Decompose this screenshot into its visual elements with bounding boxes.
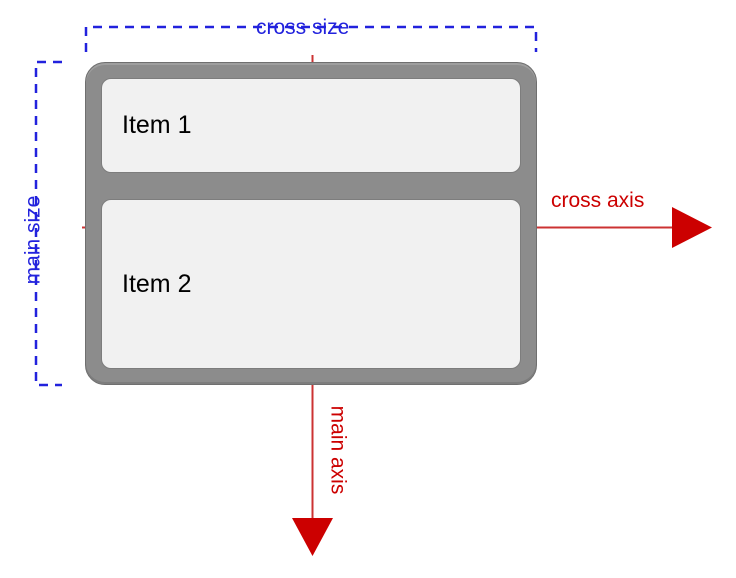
flex-item-2-label: Item 2 (122, 269, 192, 298)
cross-axis-label: cross axis (551, 189, 645, 212)
cross-size-bracket (84, 25, 538, 52)
cross-size-bracket-path (84, 25, 538, 52)
main-axis-label: main axis (326, 405, 350, 495)
main-size-label: main size (21, 195, 45, 285)
cross-size-label: cross size (256, 16, 350, 39)
flex-item-1-label: Item 1 (122, 111, 192, 139)
flex-container: Item 1 Item 2 (85, 62, 537, 385)
flex-item-2: Item 2 (101, 199, 521, 369)
flex-item-1: Item 1 (101, 78, 521, 173)
cross-axis-arrowhead (672, 207, 712, 248)
main-axis-arrowhead (292, 518, 333, 556)
